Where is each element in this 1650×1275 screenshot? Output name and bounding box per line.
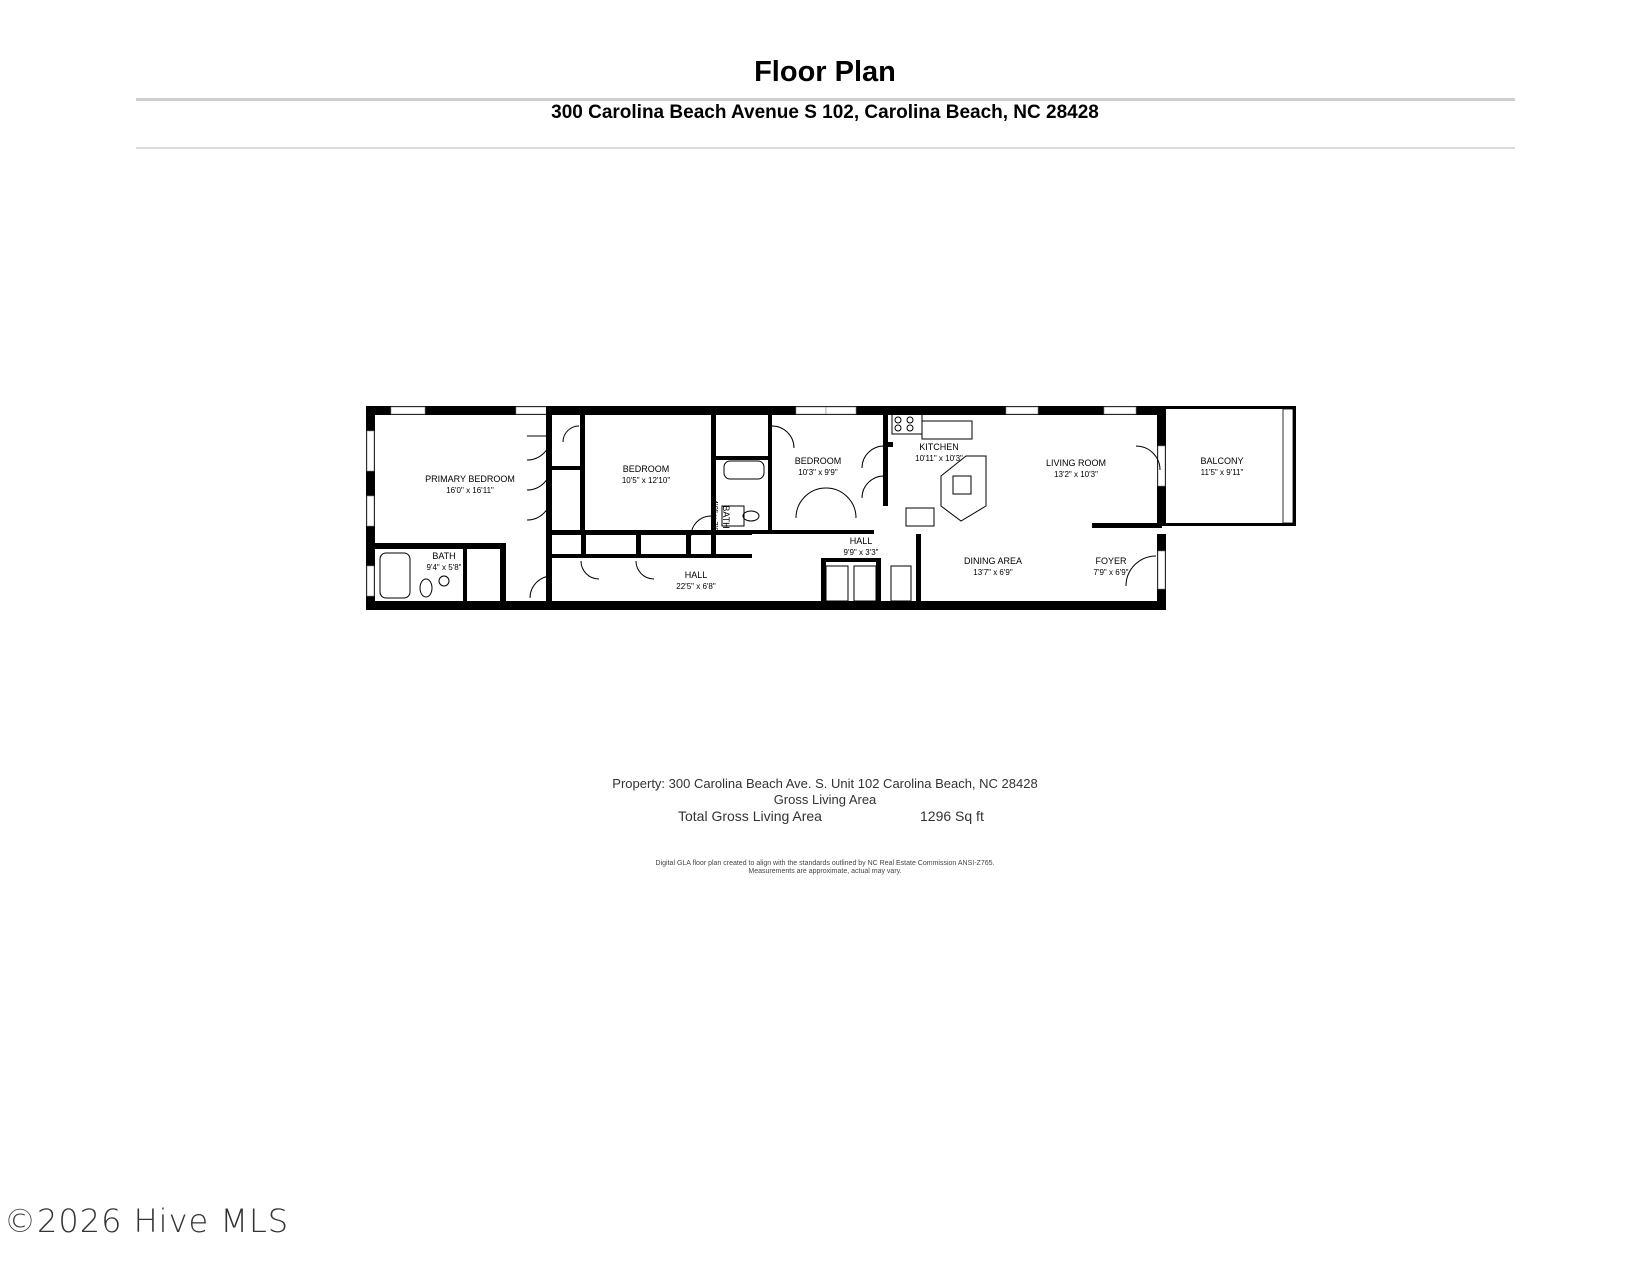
- property-line: Property: 300 Carolina Beach Ave. S. Uni…: [612, 776, 1038, 791]
- floor-plan-drawing: [366, 406, 1296, 610]
- header-divider: [136, 147, 1515, 149]
- gla-total-value: 1296 Sq ft: [920, 808, 984, 824]
- interior-walls: [375, 406, 1162, 610]
- disclaimer-line-1: Digital GLA floor plan created to align …: [655, 860, 995, 867]
- property-address: 300 Carolina Beach Avenue S 102, Carolin…: [551, 102, 1099, 123]
- page-title: Floor Plan: [754, 56, 896, 88]
- windows: [366, 406, 1166, 597]
- disclaimer-line-2: Measurements are approximate, actual may…: [748, 868, 902, 875]
- exterior-walls: [366, 406, 1166, 610]
- title-divider: [136, 98, 1515, 101]
- gla-heading: Gross Living Area: [773, 792, 877, 807]
- gla-total-label: Total Gross Living Area: [678, 808, 822, 824]
- gla-total-row: Total Gross Living Area 1296 Sq ft: [678, 808, 1018, 824]
- copyright-watermark: ©2026 Hive MLS: [4, 1202, 290, 1240]
- fixtures: [379, 413, 987, 599]
- balcony-outline: [1166, 406, 1296, 526]
